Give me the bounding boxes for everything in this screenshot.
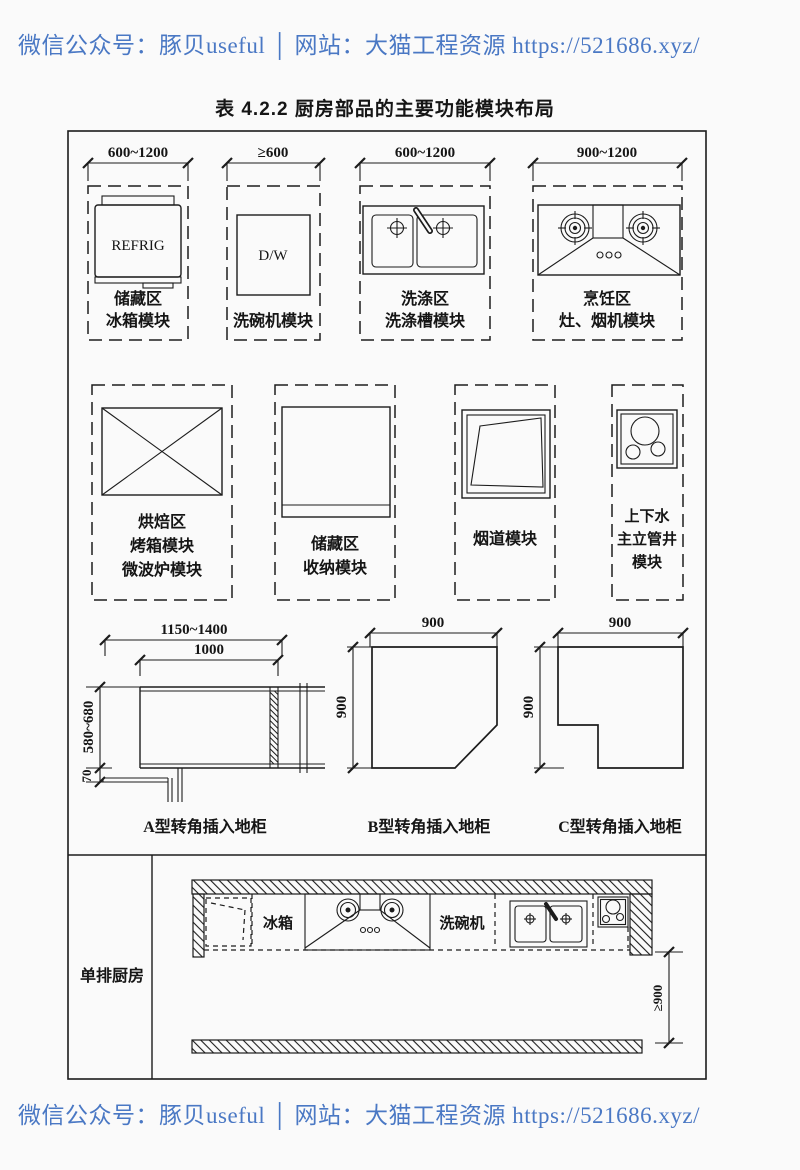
dim-label: 580~680 bbox=[81, 701, 97, 754]
module-label: 洗碗机模块 bbox=[233, 311, 314, 330]
pipe-shaft-plan-icon bbox=[597, 896, 629, 928]
module-dishwasher: ≥600 D/W 洗碗机模块 bbox=[221, 145, 326, 341]
dim-label: 1150~1400 bbox=[161, 622, 228, 638]
dim-label: 900 bbox=[609, 615, 632, 631]
module-baking: 烘焙区 烤箱模块 微波炉模块 bbox=[91, 384, 233, 601]
kitchen-modules-figure: 600~1200 REFRIG 储藏区 冰箱模块 ≥600 D/W 洗碗机模块 … bbox=[67, 130, 707, 1080]
module-label: 模块 bbox=[632, 553, 663, 571]
cooktop-plan-icon bbox=[304, 893, 431, 951]
dishwasher-icon: D/W bbox=[236, 214, 311, 296]
module-label: 烟道模块 bbox=[473, 529, 538, 548]
module-label: 微波炉模块 bbox=[121, 560, 203, 579]
wall-right bbox=[629, 893, 653, 956]
dim-label: 600~1200 bbox=[108, 145, 168, 161]
double-sink-icon bbox=[362, 205, 485, 275]
module-label: 烘焙区 bbox=[138, 512, 186, 531]
single-row-kitchen-plan: 冰箱 洗碗机 bbox=[191, 879, 683, 1054]
cabinet-label: B型转角插入地柜 bbox=[368, 817, 491, 836]
dim-label: 900 bbox=[422, 615, 445, 631]
burner-right bbox=[626, 211, 660, 245]
pipe-shaft-icon bbox=[616, 409, 678, 469]
dim-label: 1000 bbox=[194, 642, 224, 658]
module-refrigerator: 600~1200 REFRIG 储藏区 冰箱模块 bbox=[82, 145, 194, 341]
corner-cabinet-b: 900 900 B型转角插入地柜 bbox=[334, 615, 503, 836]
module-label: 冰箱模块 bbox=[106, 311, 171, 330]
module-label: 洗涤槽模块 bbox=[385, 311, 466, 330]
dim-label: ≥600 bbox=[258, 145, 289, 161]
flue-icon bbox=[461, 409, 551, 499]
corner-cabinet-b-shape bbox=[371, 646, 498, 769]
module-label: 收纳模块 bbox=[303, 558, 368, 577]
cooktop-hood-icon bbox=[537, 204, 681, 276]
watermark-top: 微信公众号：豚贝useful │ 网站：大猫工程资源 https://52168… bbox=[18, 33, 701, 58]
watermark-bottom: 微信公众号：豚贝useful │ 网站：大猫工程资源 https://52168… bbox=[18, 1103, 701, 1128]
dim-label: 600~1200 bbox=[395, 145, 455, 161]
storage-cabinet-icon bbox=[281, 406, 391, 518]
dw-text: D/W bbox=[258, 248, 288, 264]
module-cooktop: 900~1200 烹饪区 灶、烟机模块 bbox=[527, 145, 688, 341]
burner-left bbox=[558, 211, 592, 245]
refrigerator-icon: REFRIG bbox=[94, 195, 182, 289]
aisle-dimension: ≥900 bbox=[650, 946, 683, 1049]
dim-label: 70 bbox=[79, 770, 94, 783]
figure-border bbox=[67, 130, 707, 1080]
wall-top bbox=[191, 879, 653, 895]
page-title: 表 4.2.2 厨房部品的主要功能模块布局 bbox=[215, 99, 555, 120]
module-label: 洗涤区 bbox=[401, 289, 449, 308]
wall-left bbox=[192, 893, 205, 958]
corner-cabinet-c-shape bbox=[557, 646, 684, 769]
crossed-box-icon bbox=[101, 407, 223, 496]
module-label: 烤箱模块 bbox=[130, 536, 195, 555]
module-sink: 600~1200 洗涤区 洗涤槽模块 bbox=[354, 145, 496, 341]
module-label: 储藏区 bbox=[113, 289, 162, 308]
module-pipe-shaft: 上下水 主立管井 模块 bbox=[611, 384, 684, 601]
refrig-text: REFRIG bbox=[111, 238, 165, 254]
module-storage: 储藏区 收纳模块 bbox=[274, 384, 396, 601]
single-row-kitchen-label: 单排厨房 bbox=[80, 966, 144, 985]
module-flue: 烟道模块 bbox=[454, 384, 556, 601]
wall-bottom bbox=[191, 1039, 643, 1054]
dim-label: 900 bbox=[521, 696, 537, 719]
cabinet-label: A型转角插入地柜 bbox=[143, 817, 267, 836]
dim-label: 900 bbox=[334, 696, 350, 719]
dim-label: 900~1200 bbox=[577, 145, 637, 161]
module-label: 储藏区 bbox=[310, 534, 359, 553]
flue-plan-icon bbox=[205, 897, 252, 947]
corner-cabinet-c: 900 900 C型转角插入地柜 bbox=[521, 615, 689, 836]
fridge-label: 冰箱 bbox=[263, 914, 293, 932]
dim-label: ≥900 bbox=[650, 985, 665, 1012]
module-label: 上下水 bbox=[624, 507, 670, 525]
cabinet-label: C型转角插入地柜 bbox=[558, 817, 682, 836]
module-label: 烹饪区 bbox=[583, 289, 631, 308]
module-label: 主立管井 bbox=[617, 530, 677, 548]
dishwasher-label: 洗碗机 bbox=[439, 914, 484, 932]
sink-plan-icon bbox=[509, 900, 588, 948]
module-label: 灶、烟机模块 bbox=[559, 311, 656, 330]
corner-cabinet-a-drawing bbox=[102, 683, 325, 802]
corner-cabinet-a: 1150~1400 1000 580~680 70 bbox=[79, 622, 325, 836]
